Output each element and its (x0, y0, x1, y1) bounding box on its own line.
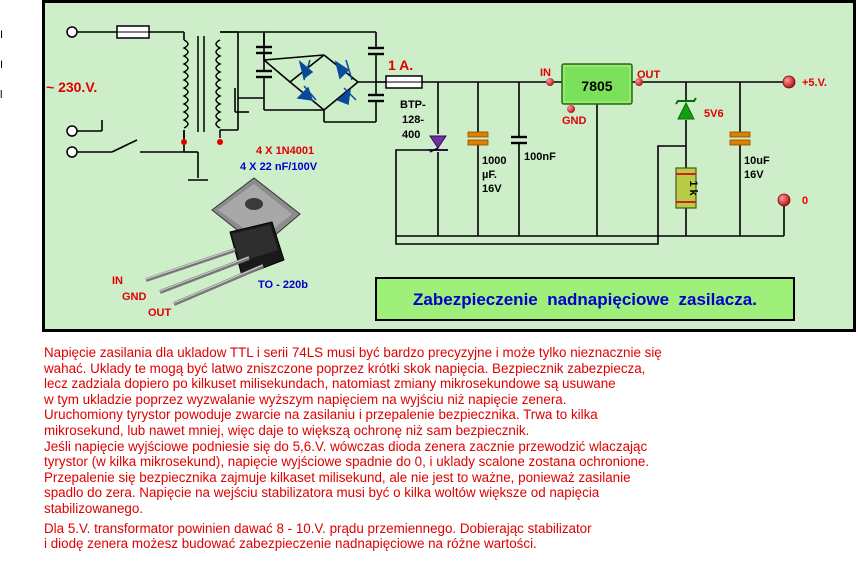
fuse-label: 1 A. (388, 57, 413, 73)
description-line: stabilizowanego. (44, 500, 144, 516)
winding-dot-primary (181, 139, 187, 145)
to220-package (145, 177, 301, 306)
diagram-title: Zabezpieczenie nadnapięciowe zasilacza. (413, 290, 757, 309)
regulator-label: 7805 (581, 78, 612, 94)
title-box (375, 277, 795, 321)
edge-mark: I (0, 29, 4, 41)
thyristor-label-2: 128- (402, 114, 424, 126)
terminal-mains-3 (66, 146, 78, 158)
package-label: TO - 220b (258, 279, 308, 291)
bridge-diode-4 (336, 88, 352, 106)
thyristor (428, 135, 448, 153)
description-line: lecz zadziala dopiero po kilkuset milise… (44, 376, 616, 392)
circuit-diagram: ~ 230.V. 1 A. 4 X 1N4001 4 X 22 nF/100V … (46, 25, 827, 321)
reg-gnd-dot (567, 105, 575, 113)
description-line: Dla 5.V. transformator powinien dawać 8 … (44, 520, 592, 536)
caps-label: 4 X 22 nF/100V (240, 161, 318, 173)
bridge-diode-1 (298, 59, 314, 80)
regulator-7805 (561, 63, 633, 105)
reg-in-label: IN (540, 67, 551, 79)
description-line: mikrosekund, lub nawet mniej, więc daje … (44, 422, 530, 438)
thyristor-label-1: BTP- (400, 99, 426, 111)
cap-1000uf-bottom (467, 139, 489, 146)
terminal-mains-2 (66, 125, 78, 137)
thyristor-label-3: 400 (402, 129, 420, 141)
description-line: w tym ukladzie poprzez wyzwalanie wyższy… (44, 391, 567, 407)
reg-gnd-label: GND (562, 115, 587, 127)
bridge-diode-2 (334, 60, 350, 80)
electrolytic-capacitors (467, 131, 751, 146)
schematic-panel (42, 0, 856, 332)
cap1000-label-3: 16V (482, 183, 502, 195)
description-line: i diodę zenera możesz budować zabezpiecz… (44, 536, 537, 552)
description-line: Napięcie zasilania dla ukladow TTL i ser… (44, 345, 662, 360)
reg-out-dot (635, 78, 643, 86)
diodes-label: 4 X 1N4001 (256, 145, 314, 157)
description-line: Jeśli napięcie wyjściowe podniesie się d… (44, 438, 648, 454)
terminal-plus-5v (782, 75, 796, 89)
reg-out-label: OUT (637, 69, 661, 81)
resistor-1k (675, 167, 697, 209)
cap-10uf-top (729, 131, 751, 138)
out-zero-label: 0 (802, 195, 808, 207)
cap1000-label-1: 1000 (482, 155, 506, 167)
pin-label-in: IN (112, 275, 123, 287)
left-edge-marks: I I l (0, 20, 8, 110)
cap100n-label: 100nF (524, 151, 556, 163)
small-capacitors (256, 45, 384, 103)
zener-label: 5V6 (704, 108, 724, 120)
description-line: tyrystor (w kilka mikrosekund), napięcie… (44, 454, 650, 470)
pin-label-out: OUT (148, 307, 172, 319)
edge-mark: I (0, 59, 4, 71)
bridge-rectifier (296, 59, 357, 106)
transformer (182, 36, 222, 138)
edge-mark: l (0, 89, 3, 101)
out-plus-label: +5.V. (802, 77, 827, 89)
mains-terminals (66, 26, 103, 158)
cap10u-label-1: 10uF (744, 155, 770, 167)
description-text: Napięcie zasilania dla ukladow TTL i ser… (44, 345, 854, 552)
terminal-zero (777, 193, 791, 207)
winding-dot-secondary (217, 139, 223, 145)
description-line: wahać. Uklady te mogą być latwo zniszczo… (44, 360, 646, 376)
cap1000-label-2: µF. (482, 169, 497, 181)
cap-100nf (511, 135, 527, 145)
description-line: Uruchomiony tyrystor powoduje zwarcie na… (44, 407, 598, 423)
reg-in-dot (546, 78, 554, 86)
cap-1000uf-top (467, 131, 489, 138)
mains-label: ~ 230.V. (46, 79, 97, 95)
cap10u-label-2: 16V (744, 169, 764, 181)
description-line: spadlo do zera. Napięcie na wejściu stab… (44, 485, 600, 501)
pin-label-gnd: GND (122, 291, 147, 303)
description-line: Przepalenie się bezpiecznika zajmuje kil… (44, 469, 631, 485)
resistor-label: 1 k (687, 180, 699, 196)
terminal-mains-1 (66, 26, 78, 38)
zener-diode (675, 97, 697, 120)
wires (72, 31, 785, 245)
cap-10uf-bottom (729, 139, 751, 146)
